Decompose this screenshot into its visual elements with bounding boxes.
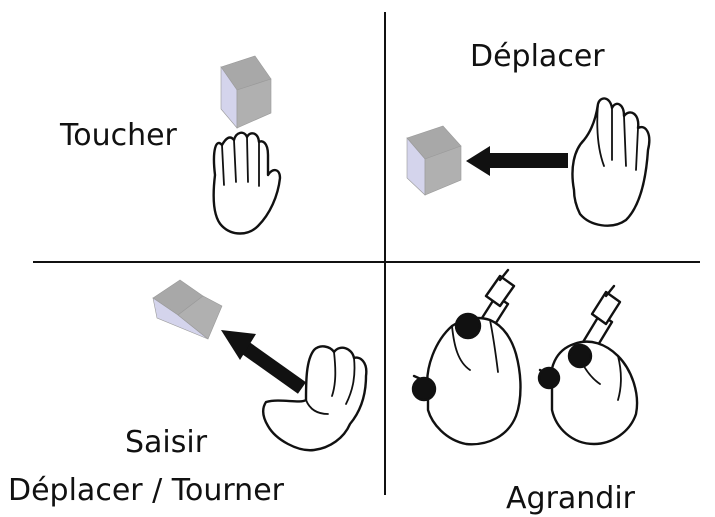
open-hand-side-icon [572, 98, 649, 225]
grasping-hand-icon [263, 346, 366, 450]
move-cube [407, 126, 461, 195]
left-arrow-icon [466, 146, 568, 176]
label-deplacer: Déplacer [470, 42, 605, 72]
touch-cube [221, 56, 271, 128]
open-hand-icon [214, 133, 280, 234]
pinch-hand-left-icon [413, 270, 521, 444]
label-toucher: Toucher [60, 121, 177, 151]
diagonal-arrow-icon [221, 330, 302, 388]
label-agrandir: Agrandir [506, 484, 635, 514]
label-deplacer-tourner: Déplacer / Tourner [8, 476, 284, 506]
pinch-hand-right-icon [539, 286, 637, 444]
label-saisir: Saisir [125, 428, 207, 458]
grab-cube [153, 280, 222, 339]
